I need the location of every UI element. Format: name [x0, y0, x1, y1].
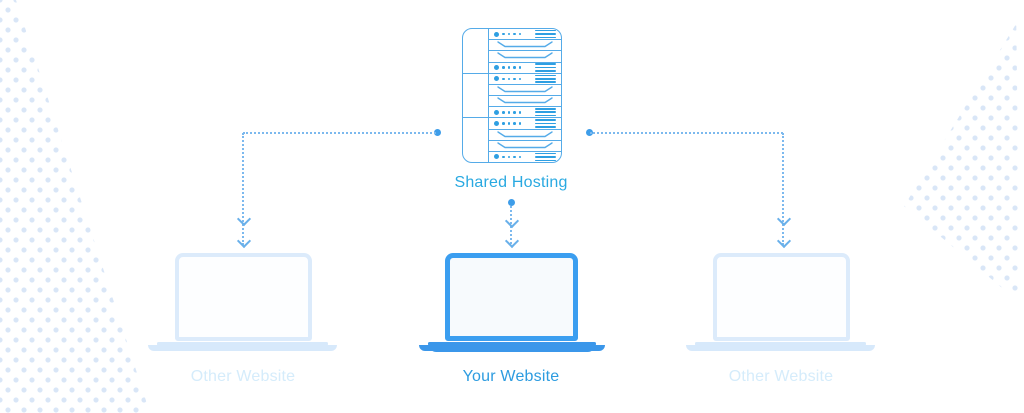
connector-anchor-dot: [586, 129, 593, 136]
drive-handle-row: [489, 95, 561, 106]
server-led-row: [489, 150, 561, 162]
connector-anchor-dot: [434, 129, 441, 136]
led-dot: [494, 31, 499, 37]
node-label-other-right: Other Website: [728, 368, 834, 385]
rack-server-icon: [462, 28, 562, 163]
arrow-chevron-icon: [236, 233, 252, 249]
connector-right-vertical: [782, 133, 784, 245]
server-side-panel: [463, 118, 489, 162]
drive-handle-icon: [497, 41, 553, 48]
laptop-base-other-left: [148, 342, 337, 351]
led-dot: [494, 109, 499, 115]
led-dot: [494, 154, 499, 160]
vent-lines-icon: [535, 63, 556, 72]
drive-handle-row: [489, 50, 561, 61]
drive-handle-row: [489, 139, 561, 151]
vent-lines-icon: [535, 29, 556, 39]
connector-left-vertical: [242, 133, 244, 245]
vent-lines-icon: [535, 119, 556, 128]
connector-center-vertical: [510, 206, 512, 244]
arrow-chevron-icon: [776, 233, 792, 249]
laptop-screen-other-right: [713, 253, 850, 341]
server-led-row: [489, 106, 561, 117]
led-dot: [494, 120, 499, 126]
shared-hosting-label: Shared Hosting: [454, 174, 568, 191]
server-led-row: [489, 74, 561, 84]
server-led-row: [489, 29, 561, 39]
drive-handle-row: [489, 128, 561, 140]
laptop-base-other-right: [686, 342, 875, 351]
vent-lines-icon: [535, 108, 556, 117]
drive-handle-icon: [497, 97, 553, 104]
server-unit: [463, 117, 561, 162]
drive-handle-icon: [497, 52, 553, 59]
arrow-chevron-icon: [504, 233, 520, 249]
server-unit: [463, 72, 561, 118]
connector-left-horizontal: [243, 132, 436, 134]
drive-handle-icon: [497, 130, 553, 137]
led-dot: [494, 76, 499, 82]
vent-lines-icon: [535, 74, 556, 83]
drive-handle-row: [489, 83, 561, 95]
server-led-row: [489, 118, 561, 128]
connector-right-horizontal: [590, 132, 783, 134]
vent-lines-icon: [535, 152, 556, 162]
laptop-screen-your-website: [445, 253, 578, 341]
drive-handle-icon: [497, 86, 553, 93]
server-side-panel: [463, 73, 489, 118]
dot-pattern-left: [0, 0, 150, 413]
node-label-your-website: Your Website: [462, 368, 560, 385]
server-unit: [463, 29, 561, 73]
drive-handle-row: [489, 39, 561, 50]
arrow-chevron-icon: [776, 211, 792, 227]
server-side-panel: [463, 29, 489, 73]
laptop-screen-other-left: [175, 253, 312, 341]
connector-anchor-dot: [508, 199, 515, 206]
laptop-base-your-website: [419, 342, 605, 352]
arrow-chevron-icon: [236, 211, 252, 227]
server-led-row: [489, 61, 561, 73]
led-dot: [494, 65, 499, 71]
node-label-other-left: Other Website: [190, 368, 296, 385]
dot-pattern-right: [904, 23, 1021, 303]
drive-handle-icon: [497, 141, 553, 148]
arrow-chevron-icon: [504, 213, 520, 229]
